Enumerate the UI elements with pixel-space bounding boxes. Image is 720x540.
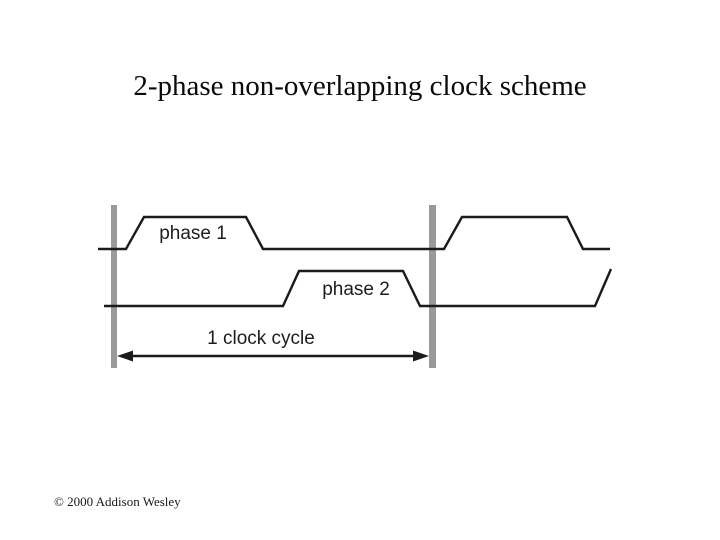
cycle-arrow-right-head xyxy=(413,350,429,362)
phase2-label: phase 2 xyxy=(322,279,390,300)
phase2-waveform xyxy=(104,268,613,308)
cycle-boundary-bar xyxy=(429,205,436,368)
phase1-waveform xyxy=(98,215,610,251)
page-title: 2-phase non-overlapping clock scheme xyxy=(133,70,587,102)
clock-cycle-label: 1 clock cycle xyxy=(207,328,315,349)
phase1-label: phase 1 xyxy=(159,223,227,244)
cycle-boundary-bar xyxy=(111,205,117,368)
copyright-text: © 2000 Addison Wesley xyxy=(54,494,181,509)
cycle-arrow-left-head xyxy=(117,350,133,362)
